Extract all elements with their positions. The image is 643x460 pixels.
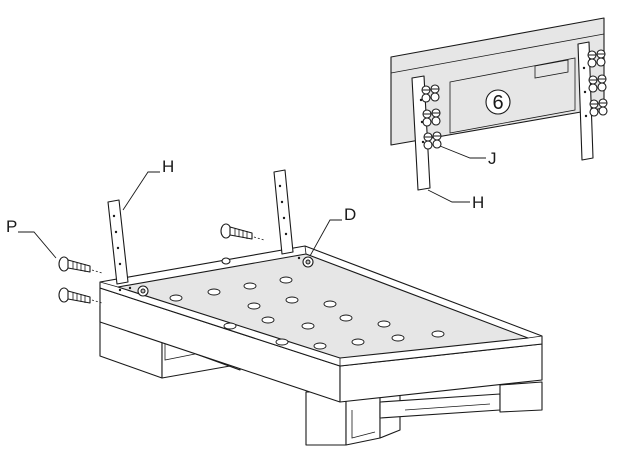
label-j: J <box>488 149 497 168</box>
inset-screws-right <box>587 49 608 117</box>
bracket-left <box>107 199 129 285</box>
inset-bracket-right <box>577 41 594 161</box>
inset-headboard: 6 J H <box>390 17 608 212</box>
cam-fitting-left <box>137 285 149 297</box>
step-number: 6 <box>492 92 503 114</box>
label-d: D <box>344 205 356 224</box>
screw-p <box>58 256 103 274</box>
label-h-inset: H <box>472 193 484 212</box>
bed-frame <box>99 245 543 446</box>
screw-center <box>220 223 265 241</box>
cam-fitting-d <box>302 256 314 268</box>
inset-bracket-left <box>411 75 431 191</box>
inset-screw-j <box>423 131 442 150</box>
label-h-main: H <box>162 157 174 176</box>
screw-lower-left <box>58 287 103 304</box>
step-number-circle <box>485 89 511 115</box>
label-p: P <box>6 217 17 236</box>
inset-screws-left <box>421 84 442 150</box>
bracket-right <box>273 169 294 255</box>
deck-holes <box>169 276 445 350</box>
